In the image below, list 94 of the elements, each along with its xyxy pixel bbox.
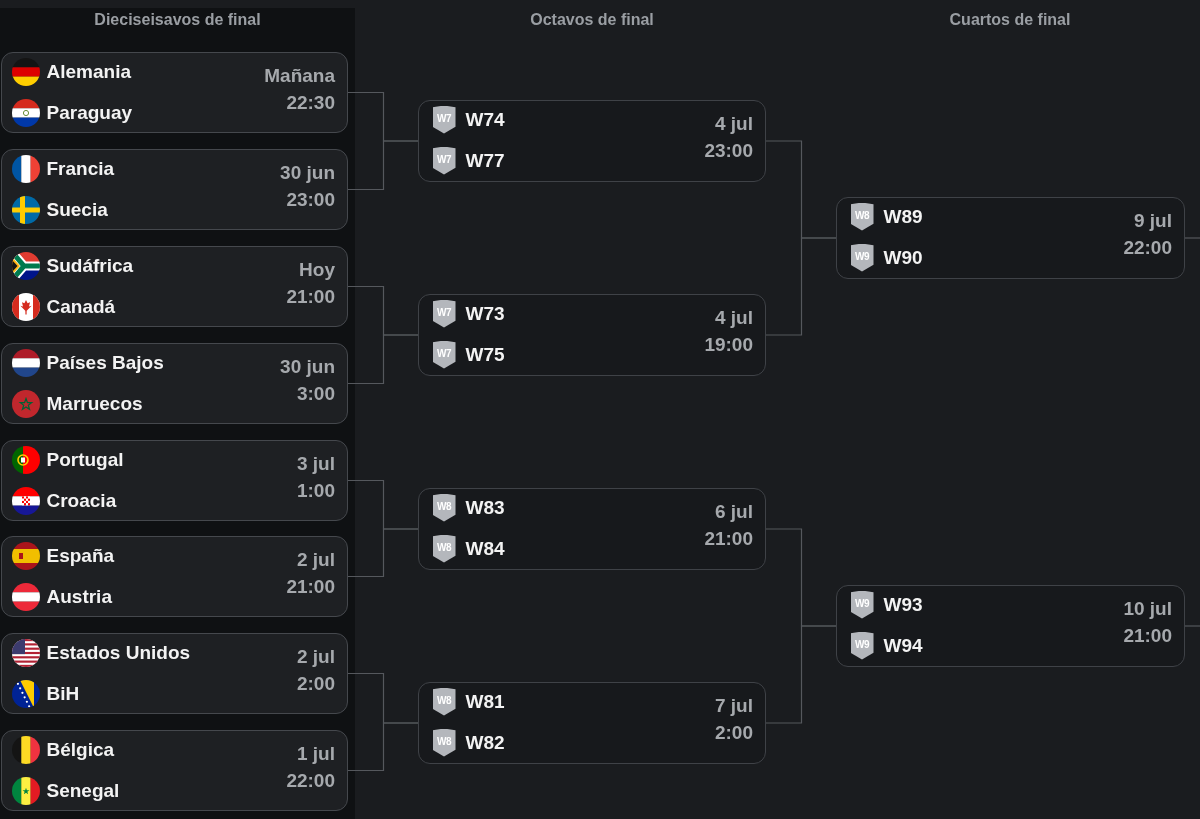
match-date: 30 jun [280,354,335,379]
shield-tag: W8 [432,534,456,563]
bracket-line [1184,237,1200,239]
shield-tag: W9 [850,631,874,660]
team-name: Suecia [46,197,108,222]
team-name: W74 [465,107,505,132]
team-name: BiH [46,681,80,706]
match-time: 21:00 [286,575,335,599]
bracket-line [347,722,419,772]
match-time: 2:00 [296,672,335,696]
shield-tag: W7 [432,340,456,369]
match-time: 21:00 [1123,624,1172,648]
team-name: Canadá [46,294,116,319]
match-card [836,585,1185,667]
match-date: 4 jul [715,111,753,136]
team-name: Paraguay [46,100,133,125]
match-date: 10 jul [1123,596,1172,621]
match-date: 6 jul [715,499,753,524]
team-name: Francia [46,156,115,181]
bracket-line [347,528,419,578]
column-heading: Octavos de final [530,10,654,30]
shield-tag: W8 [432,728,456,757]
team-name: W84 [465,536,505,561]
match-card [1,730,348,811]
bracket-line [347,334,419,385]
bracket-line [347,140,419,191]
match-card [1,536,348,617]
match-time: 3:00 [296,382,335,406]
team-name: España [46,543,115,568]
team-name: Portugal [46,447,124,472]
match-date: 2 jul [297,547,335,572]
match-card [418,294,766,376]
match-date: 1 jul [297,741,335,766]
match-time: 22:00 [286,769,335,793]
column-heading: Dieciseisavos de final [94,10,261,30]
shield-tag: W7 [432,299,456,328]
column-heading: Cuartos de final [949,10,1071,30]
team-name: Alemania [46,59,131,84]
match-time: 1:00 [296,479,335,503]
shield-tag: W9 [850,590,874,619]
match-time: 19:00 [704,333,753,357]
team-name: W73 [465,301,505,326]
shield-tag: W7 [432,105,456,134]
team-name: Países Bajos [46,350,164,375]
match-date: 2 jul [297,644,335,669]
bracket-line [765,625,837,724]
team-name: W81 [465,689,505,714]
team-name: W94 [883,633,923,658]
match-time: 21:00 [704,527,753,551]
match-date: 3 jul [297,451,335,476]
match-date: Hoy [299,257,335,282]
shield-tag: W9 [850,243,874,272]
team-name: Croacia [46,488,117,513]
match-card [418,488,766,570]
match-card [1,246,348,327]
team-name: W75 [465,342,505,367]
match-card [1,343,348,424]
shield-tag: W8 [432,493,456,522]
team-name: Marruecos [46,391,143,416]
match-time: 21:00 [286,285,335,309]
team-name: W83 [465,495,505,520]
team-name: W89 [883,204,923,229]
shield-tag: W8 [432,687,456,716]
match-card [1,149,348,230]
match-card [1,52,348,133]
match-date: 30 jun [280,160,335,185]
team-name: W77 [465,148,505,173]
team-name: W82 [465,730,505,755]
match-time: 23:00 [704,139,753,163]
match-card [1,633,348,714]
shield-tag: W7 [432,146,456,175]
match-time: 22:30 [286,91,335,115]
team-name: W93 [883,592,923,617]
match-card [418,682,766,764]
match-date: Mañana [264,63,335,88]
team-name: Estados Unidos [46,640,191,665]
match-time: 23:00 [286,188,335,212]
bracket-line [765,237,837,336]
team-name: Bélgica [46,737,115,762]
bracket-line [1184,625,1200,627]
match-time: 22:00 [1123,236,1172,260]
shield-tag: W8 [850,202,874,231]
team-name: Sudáfrica [46,253,134,278]
match-card [418,100,766,182]
match-time: 2:00 [714,721,753,745]
match-card [1,440,348,521]
team-name: Austria [46,584,112,609]
match-date: 4 jul [715,305,753,330]
team-name: Senegal [46,778,120,803]
match-date: 7 jul [715,693,753,718]
team-name: W90 [883,245,923,270]
column-panel [0,8,355,819]
match-date: 9 jul [1134,208,1172,233]
match-card [836,197,1185,279]
